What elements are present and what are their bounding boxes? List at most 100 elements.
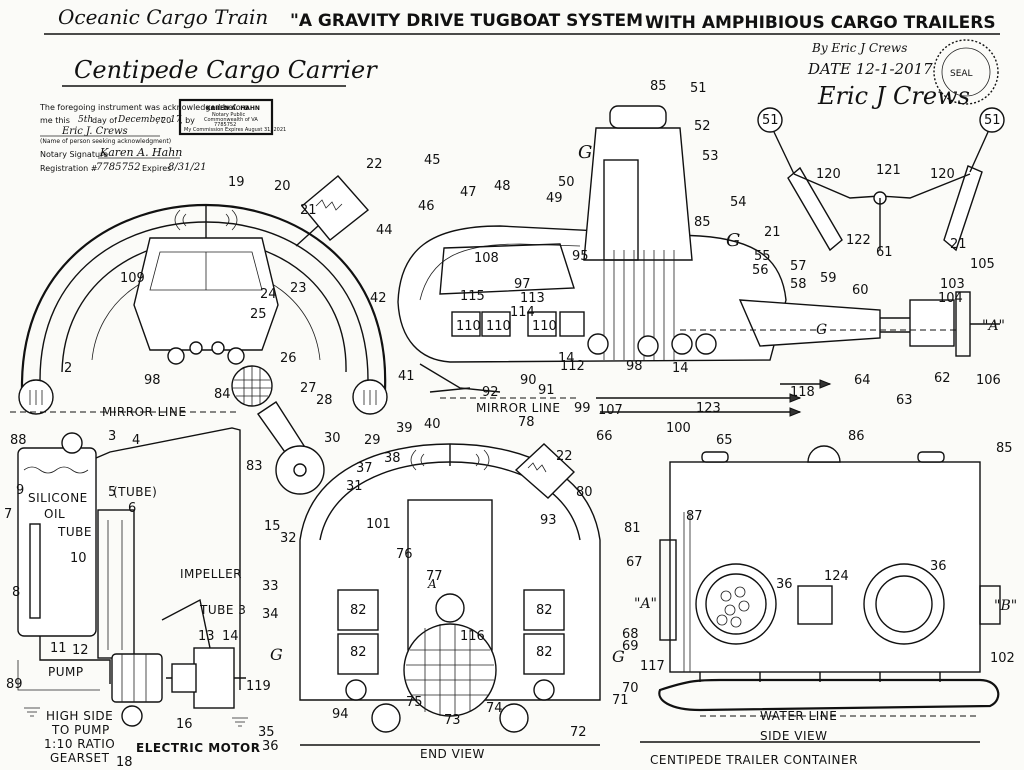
svg-text:22: 22 — [366, 157, 383, 172]
svg-text:PUMP: PUMP — [48, 665, 84, 679]
svg-text:4: 4 — [132, 433, 140, 448]
hydraulic-system: SILICONE OIL TUBE (TUBE) IMPELLER TUBE 3… — [17, 427, 260, 765]
svg-text:SILICONE: SILICONE — [28, 491, 88, 505]
svg-text:107: 107 — [598, 403, 623, 418]
svg-text:46: 46 — [418, 199, 435, 214]
svg-text:KAREN A. HAHN: KAREN A. HAHN — [206, 105, 260, 112]
svg-text:83: 83 — [246, 459, 263, 474]
svg-text:124: 124 — [824, 569, 849, 584]
svg-text:24: 24 — [260, 287, 277, 302]
svg-text:18: 18 — [116, 755, 133, 770]
svg-text:113: 113 — [520, 291, 545, 306]
svg-text:"B": "B" — [994, 598, 1017, 614]
svg-text:82: 82 — [350, 645, 367, 660]
title-part2: "A GRAVITY DRIVE TUGBOAT SYSTEM — [290, 11, 643, 31]
svg-text:14: 14 — [558, 351, 575, 366]
svg-text:110: 110 — [532, 319, 557, 334]
svg-text:61: 61 — [876, 245, 893, 260]
arm-mechanism — [757, 107, 1005, 252]
svg-text:21: 21 — [764, 225, 781, 240]
notary-year: 17 — [170, 115, 182, 125]
svg-text:19: 19 — [228, 175, 245, 190]
notary-name: Eric J. Crews — [61, 126, 128, 137]
svg-text:15: 15 — [264, 519, 281, 534]
notary-month: December — [117, 115, 166, 125]
svg-text:89: 89 — [6, 677, 23, 692]
svg-text:IMPELLER: IMPELLER — [180, 567, 242, 581]
svg-text:76: 76 — [396, 547, 413, 562]
svg-text:72: 72 — [570, 725, 587, 740]
svg-text:62: 62 — [934, 371, 951, 386]
svg-text:120: 120 — [816, 167, 841, 182]
svg-text:84: 84 — [214, 387, 231, 402]
svg-text:98: 98 — [144, 373, 161, 388]
svg-text:85: 85 — [650, 79, 667, 94]
svg-text:55: 55 — [754, 249, 771, 264]
svg-text:20: 20 — [274, 179, 291, 194]
svg-text:OIL: OIL — [44, 507, 65, 521]
svg-text:9: 9 — [16, 483, 24, 498]
notary-sig-label: Notary Signature — [40, 150, 108, 159]
notary-line1: The foregoing instrument was acknowledge… — [39, 103, 249, 112]
end-view: 82 82 82 82 END VIEW A G G — [270, 443, 625, 761]
author-date: DATE 12-1-2017 — [807, 60, 933, 78]
svg-text:49: 49 — [546, 191, 563, 206]
svg-text:80: 80 — [576, 485, 593, 500]
svg-text:TUBE: TUBE — [57, 525, 92, 539]
svg-text:103: 103 — [940, 277, 965, 292]
svg-text:56: 56 — [752, 263, 769, 278]
svg-text:SIDE VIEW: SIDE VIEW — [760, 729, 828, 743]
svg-text:65: 65 — [716, 433, 733, 448]
svg-text:122: 122 — [846, 233, 871, 248]
svg-text:29: 29 — [364, 433, 381, 448]
seal-text: SEAL — [950, 69, 973, 79]
svg-text:G: G — [726, 230, 740, 251]
notary-sig-value: Karen A. Hahn — [99, 146, 182, 159]
notary-seal: SEAL — [933, 39, 999, 105]
svg-text:86: 86 — [848, 429, 865, 444]
svg-text:69: 69 — [622, 639, 639, 654]
title-part3: WITH AMPHIBIOUS CARGO TRAILERS — [645, 13, 996, 33]
svg-text:31: 31 — [346, 479, 363, 494]
svg-text:97: 97 — [514, 277, 531, 292]
svg-text:112: 112 — [560, 359, 585, 374]
svg-text:54: 54 — [730, 195, 747, 210]
notary-block: The foregoing instrument was acknowledge… — [39, 98, 286, 173]
svg-text:2: 2 — [64, 361, 72, 376]
notary-exp-value: 8/31/21 — [168, 162, 207, 173]
svg-text:106: 106 — [976, 373, 1001, 388]
svg-text:37: 37 — [356, 461, 373, 476]
svg-text:28: 28 — [316, 393, 333, 408]
svg-text:26: 26 — [280, 351, 297, 366]
svg-text:51: 51 — [984, 113, 1001, 128]
svg-text:5: 5 — [108, 485, 116, 500]
svg-text:"A": "A" — [634, 596, 657, 612]
svg-text:87: 87 — [686, 509, 703, 524]
svg-text:14: 14 — [672, 361, 689, 376]
svg-text:94: 94 — [332, 707, 349, 722]
svg-text:48: 48 — [494, 179, 511, 194]
notary-day: 5th — [78, 115, 93, 125]
svg-text:102: 102 — [990, 651, 1015, 666]
svg-text:71: 71 — [612, 693, 629, 708]
author-by: By Eric J Crews — [811, 41, 907, 55]
svg-text:My Commission Expires August 3: My Commission Expires August 31, 2021 — [184, 127, 286, 133]
svg-text:82: 82 — [536, 603, 553, 618]
svg-text:64: 64 — [854, 373, 871, 388]
svg-text:G: G — [578, 142, 592, 163]
svg-text:25: 25 — [250, 307, 267, 322]
notary-stamp: KAREN A. HAHN Notary Public Commonwealth… — [178, 98, 286, 136]
svg-text:85: 85 — [996, 441, 1013, 456]
svg-text:Notary Public: Notary Public — [212, 112, 245, 118]
svg-text:90: 90 — [520, 373, 537, 388]
svg-text:38: 38 — [384, 451, 401, 466]
svg-text:68: 68 — [622, 627, 639, 642]
svg-text:6: 6 — [128, 501, 136, 516]
svg-text:115: 115 — [460, 289, 485, 304]
svg-text:100: 100 — [666, 421, 691, 436]
svg-text:109: 109 — [120, 271, 145, 286]
svg-text:78: 78 — [518, 415, 535, 430]
svg-text:7: 7 — [4, 507, 12, 522]
svg-text:TUBE 3: TUBE 3 — [199, 603, 246, 617]
svg-text:110: 110 — [456, 319, 481, 334]
